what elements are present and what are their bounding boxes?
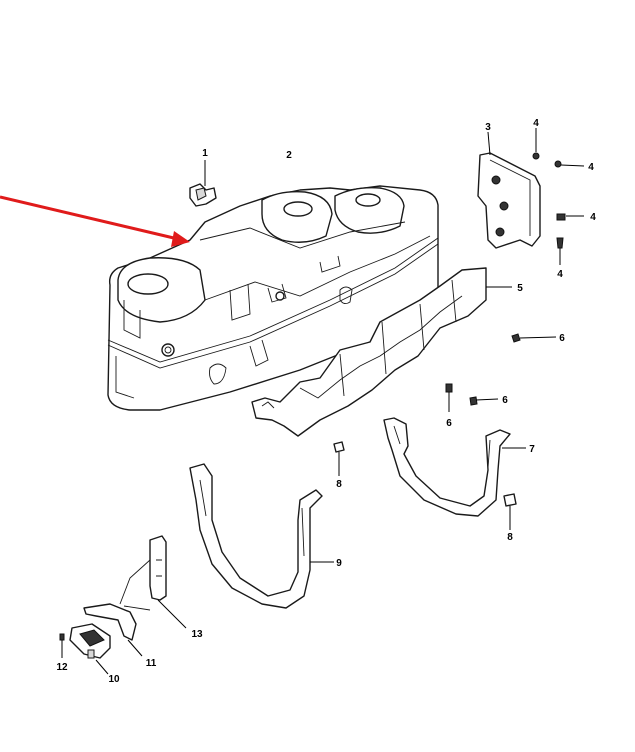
callout-12: 12	[56, 662, 68, 673]
part-6-screws	[445, 333, 557, 412]
callout-3: 3	[485, 122, 491, 133]
callout-2: 2	[286, 150, 292, 161]
callout-11: 11	[146, 658, 157, 669]
part-4-nuts	[532, 128, 585, 265]
callout-6-left: 6	[446, 418, 452, 429]
callout-1: 1	[202, 148, 208, 159]
callout-6-right: 6	[559, 333, 565, 344]
callout-4-upper-right: 4	[588, 162, 594, 173]
callout-9: 9	[336, 558, 342, 569]
callout-6-middle: 6	[502, 395, 508, 406]
part-12-bolt	[59, 633, 65, 658]
callout-5: 5	[517, 283, 523, 294]
part-11-support	[83, 603, 143, 657]
part-13-bracket	[119, 535, 187, 629]
part-7-right-strap	[383, 417, 526, 517]
part-10-module	[69, 623, 111, 675]
callout-4-lower-right: 4	[590, 212, 596, 223]
red-pointer-arrow	[0, 195, 190, 247]
callout-4-bottom: 4	[557, 269, 563, 280]
callout-13: 13	[191, 629, 203, 640]
callout-8-right: 8	[507, 532, 513, 543]
part-5-heat-shield	[251, 267, 512, 437]
part-8-nuts	[333, 441, 517, 530]
part-1-clip	[189, 160, 217, 207]
part-9-left-strap	[189, 463, 334, 609]
part-3-bracket	[477, 131, 541, 249]
callout-4-top: 4	[533, 118, 539, 129]
callout-7: 7	[529, 444, 535, 455]
callout-10: 10	[108, 674, 120, 685]
callout-8-left: 8	[336, 479, 342, 490]
fuel-tank	[107, 185, 439, 411]
